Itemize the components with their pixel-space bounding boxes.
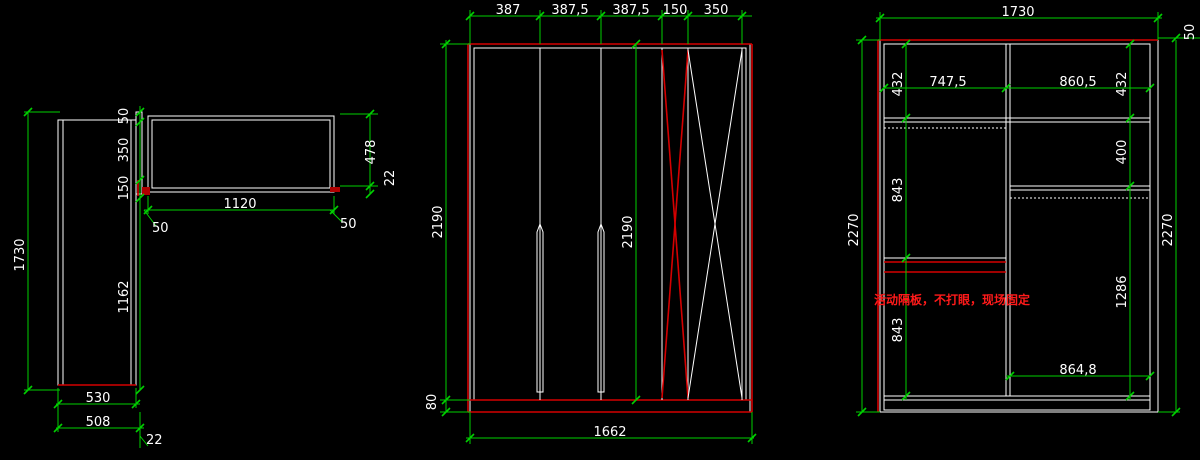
- dim-int-mid-left: 843: [891, 178, 906, 203]
- dim-int-low-left: 843: [891, 318, 906, 343]
- front-inner-outline: [473, 47, 747, 401]
- dim-int-height-right: 2270: [1161, 213, 1176, 246]
- dim-int-mid-right: 400: [1115, 140, 1130, 165]
- dim-side-inner-depth: 508: [86, 415, 111, 430]
- dim-int-top-right-432: 432: [1115, 72, 1130, 97]
- dim-side-upper: 350: [117, 138, 132, 163]
- dim-side-base-thick: 22: [146, 433, 163, 448]
- door-handle-right: [597, 222, 605, 393]
- dim-top-left-offset: 50: [152, 221, 169, 236]
- dim-int-total-width: 1730: [1001, 5, 1034, 20]
- dim-side-lower: 1162: [117, 280, 132, 313]
- dim-top-thick: 22: [383, 170, 398, 187]
- top-cabinet-red-left: [142, 187, 150, 195]
- dim-top-depth: 478: [364, 140, 379, 165]
- dim-front-w2: 387,5: [551, 3, 588, 18]
- dim-top-right-offset: 50: [340, 217, 357, 232]
- front-view: 387 387,5 387,5 150 350 2190 80 2190 166…: [425, 3, 757, 444]
- front-outline: [469, 43, 751, 413]
- dim-front-w5: 350: [704, 3, 729, 18]
- dim-int-width-left: 747,5: [929, 75, 966, 90]
- dim-side-base-depth: 530: [86, 391, 111, 406]
- dim-front-base: 80: [425, 394, 440, 411]
- dim-front-w1: 387: [496, 3, 521, 18]
- side-view: 1730 50 350 150 1162 530 508 22 1120 50 …: [13, 106, 398, 448]
- door-handle-left: [536, 222, 544, 393]
- dim-front-height-inner: 2190: [621, 215, 636, 248]
- dim-front-height-outer: 2190: [431, 205, 446, 238]
- dim-int-width-right: 860,5: [1059, 75, 1096, 90]
- dim-int-bottom-width: 864,8: [1059, 363, 1096, 378]
- dim-front-w3: 387,5: [612, 3, 649, 18]
- dim-top-length: 1120: [223, 197, 256, 212]
- dim-int-top-left: 432: [891, 72, 906, 97]
- top-cabinet-outline: [147, 115, 335, 193]
- interior-view: 1730 50 2270 2270 432 843 843 432 400 12…: [847, 5, 1200, 417]
- dim-side-total-height: 1730: [13, 238, 28, 271]
- dim-side-top-gap: 50: [117, 108, 132, 125]
- dim-front-w4: 150: [663, 3, 688, 18]
- dim-side-mid: 150: [117, 176, 132, 201]
- shelf-note: 活动隔板，不打眼，现场固定: [874, 292, 1030, 307]
- top-cabinet-inner: [151, 119, 331, 189]
- dim-int-low-right: 1286: [1115, 275, 1130, 308]
- dim-front-total-width: 1662: [593, 425, 626, 440]
- top-cabinet-red-right: [330, 187, 340, 192]
- dim-int-top-right: 50: [1183, 24, 1198, 41]
- dim-int-height-left: 2270: [847, 213, 862, 246]
